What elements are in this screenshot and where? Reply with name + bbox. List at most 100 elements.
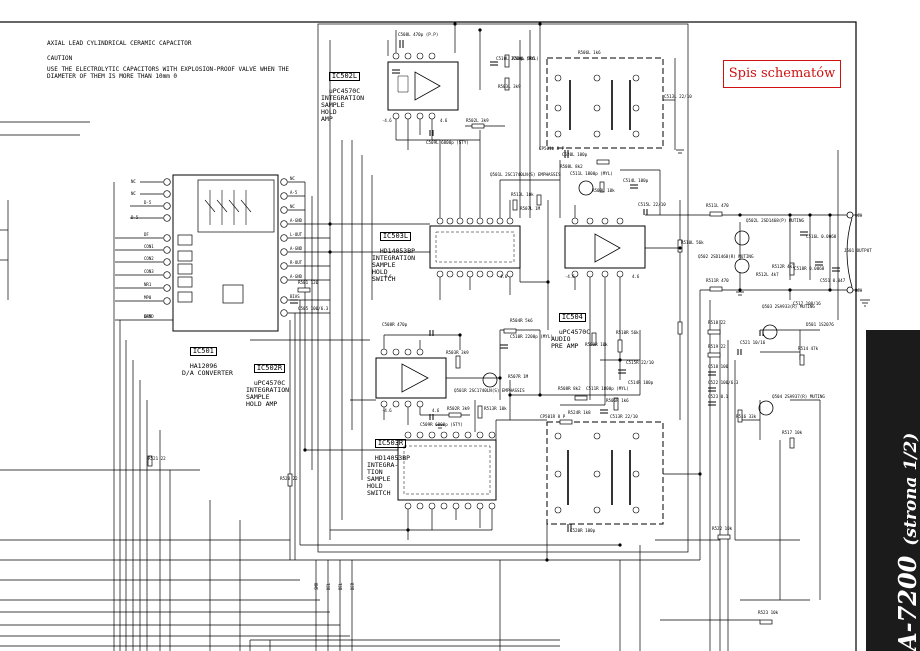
component-label: C510L 2200p (MYL) (496, 56, 539, 61)
resistors (147, 54, 805, 625)
ic501-desc: HA12096 D/A CONVERTER (182, 362, 233, 377)
component-label: R513R 10k (484, 406, 507, 411)
ic501-name: IC501 (189, 347, 217, 356)
component-label: R503L 3k9 (498, 84, 521, 89)
ic503r-pins (404, 431, 496, 510)
ic501-left-leads (115, 181, 173, 321)
component-label: D501 1S2076 (806, 322, 834, 327)
caution-title: CAUTION (47, 55, 73, 62)
bottom-signal-label: DER (350, 582, 355, 590)
supply-label: -4.6 (382, 118, 392, 123)
left-wire-bundle (0, 182, 350, 651)
ic503r-desc: HD14053BP INTEGRA- TION SAMPLE HOLD SWIT… (367, 454, 411, 497)
ic502l-label: IC502L uPC4570C INTEGRATION SAMPLE HOLD … (321, 65, 364, 123)
ic501-left-gates (177, 234, 193, 303)
pin-labels: DFCON1CON2CON3NR1MP0GNMDDF5D-5NCA-5NCA-G… (131, 118, 863, 590)
component-label: R509R 10k (585, 342, 608, 347)
component-label: C513L 22/10 (664, 94, 692, 99)
sidebar-title: A-7200 (strona 1/2) (893, 433, 920, 651)
component-label: R501 120 (298, 280, 319, 285)
component-label: R506L 1k6 (578, 50, 601, 55)
caution-text: USE THE ELECTROLYTIC CAPACITORS WITH EXP… (47, 66, 290, 80)
ic501-left-pin-label: DF (144, 232, 149, 237)
output-port-label: RCH (855, 288, 863, 293)
ic501-port-label: D-5 (131, 215, 139, 220)
ic502l-body (387, 61, 459, 111)
ic504-desc: uPC4570C AUDIO PRE AMP (551, 328, 591, 350)
ic502r-pins (380, 348, 424, 408)
component-label: C516L 0.0068 (806, 234, 837, 239)
component-label: C521 10/16 (740, 340, 766, 345)
component-label: C508R 470p (382, 322, 408, 327)
supply-label: -4.6 (565, 274, 575, 279)
component-label: C505 100/6.3 (298, 306, 329, 311)
component-label: R518 22 (708, 320, 726, 325)
component-label: C520R 100p (570, 528, 596, 533)
component-label: R502R 3k9 (447, 406, 470, 411)
ic503l-desc: HD14053BP INTEGRATION SAMPLE HOLD SWITCH (372, 247, 416, 283)
ic502r-label: IC502R uPC4570C INTEGRATION SAMPLE HOLD … (246, 357, 289, 408)
component-label: Q504 2SA937(R) MUTING (772, 394, 825, 399)
ic501-left-pin-label: GNMD (144, 314, 154, 319)
component-label: R510L 56k (681, 240, 704, 245)
ic501-right-pin-label: A-5 (290, 190, 298, 195)
ic501-left-circles (163, 178, 171, 305)
ic501-right-pin-label: L-OUT (290, 232, 303, 237)
capacitors (290, 40, 840, 532)
ic502r-desc: uPC4570C INTEGRATION SAMPLE HOLD AMP (246, 379, 290, 408)
component-label: J501 OUTPUT (844, 248, 872, 253)
component-label: R516 33k (736, 414, 757, 419)
ic501-right-pin-label: NC (290, 204, 295, 209)
sidebar-page: (strona 1/2) (901, 432, 920, 546)
schematics-index-link[interactable]: Spis schematów (723, 60, 841, 88)
component-label: R522 10k (712, 526, 733, 531)
component-label: CP501R 8 P (540, 414, 566, 419)
ic503r-body (397, 439, 497, 501)
ic504-body (564, 225, 646, 269)
page-sidebar (866, 330, 920, 651)
ic501-right-pin-label: R-OUT (290, 260, 303, 265)
ic501-left-pin-label: CON2 (144, 256, 154, 261)
main-wiring (249, 23, 860, 651)
component-label: C514R 100p (628, 380, 654, 385)
component-label: R517 10k (782, 430, 803, 435)
component-label: C522 100/6.3 (708, 380, 739, 385)
ic501-right-pin-label: A-GND (290, 274, 303, 279)
ic503l-name: IC503L (379, 232, 412, 241)
sidebar-model: A-7200 (893, 555, 920, 651)
ic502r-name: IC502R (253, 364, 286, 373)
cp501l-block (546, 57, 664, 149)
component-label: C517 100/16 (793, 301, 821, 306)
component-label: R523 10k (758, 610, 779, 615)
ic502l-name: IC502L (328, 72, 361, 81)
page-border (0, 21, 857, 651)
ic502l-pins (392, 52, 436, 120)
ic503l-label: IC503L HD14053BP INTEGRATION SAMPLE HOLD… (372, 225, 415, 283)
component-label: Q502L 2SD1468(P) MUTING (746, 218, 804, 223)
ic504-label: IC504 uPC4570C AUDIO PRE AMP (551, 306, 590, 350)
component-label: C515L 22/10 (638, 202, 666, 207)
ic501-left-pin-label: MP0 (144, 295, 152, 300)
component-label: R507R 1M (508, 374, 529, 379)
component-label: R508L 8k2 (560, 164, 583, 169)
component-label: C510R 2200p (MYL) (510, 334, 553, 339)
ic501-port-label: NC (131, 179, 136, 184)
component-label: R504R 5k6 (510, 318, 533, 323)
supply-label: 4.6 (440, 118, 448, 123)
cp501r-block (546, 421, 664, 525)
ic501-right-pin-label: A-GND (290, 218, 303, 223)
component-label: R506R 1k6 (606, 398, 629, 403)
component-label: R510R 56k (616, 330, 639, 335)
ic501-right-pin-label: BIAS (290, 294, 300, 299)
component-label: C511L 1800p (MYL) (570, 171, 613, 176)
ic501-left-pin-label: NR1 (144, 282, 152, 287)
ic503r-label: IC503R HD14053BP INTEGRA- TION SAMPLE HO… (367, 432, 410, 497)
component-label: R514 47k (798, 346, 819, 351)
component-label: R504L 5k6 (512, 56, 535, 61)
cp501l-pins (554, 74, 640, 138)
ic501-label: IC501 HA12096 D/A CONVERTER (182, 340, 233, 377)
component-label: C508L 470p (P.P) (398, 32, 438, 37)
output-jack (846, 211, 854, 294)
ic503r-name: IC503R (374, 439, 407, 448)
component-label: C514L 100p (623, 178, 649, 183)
